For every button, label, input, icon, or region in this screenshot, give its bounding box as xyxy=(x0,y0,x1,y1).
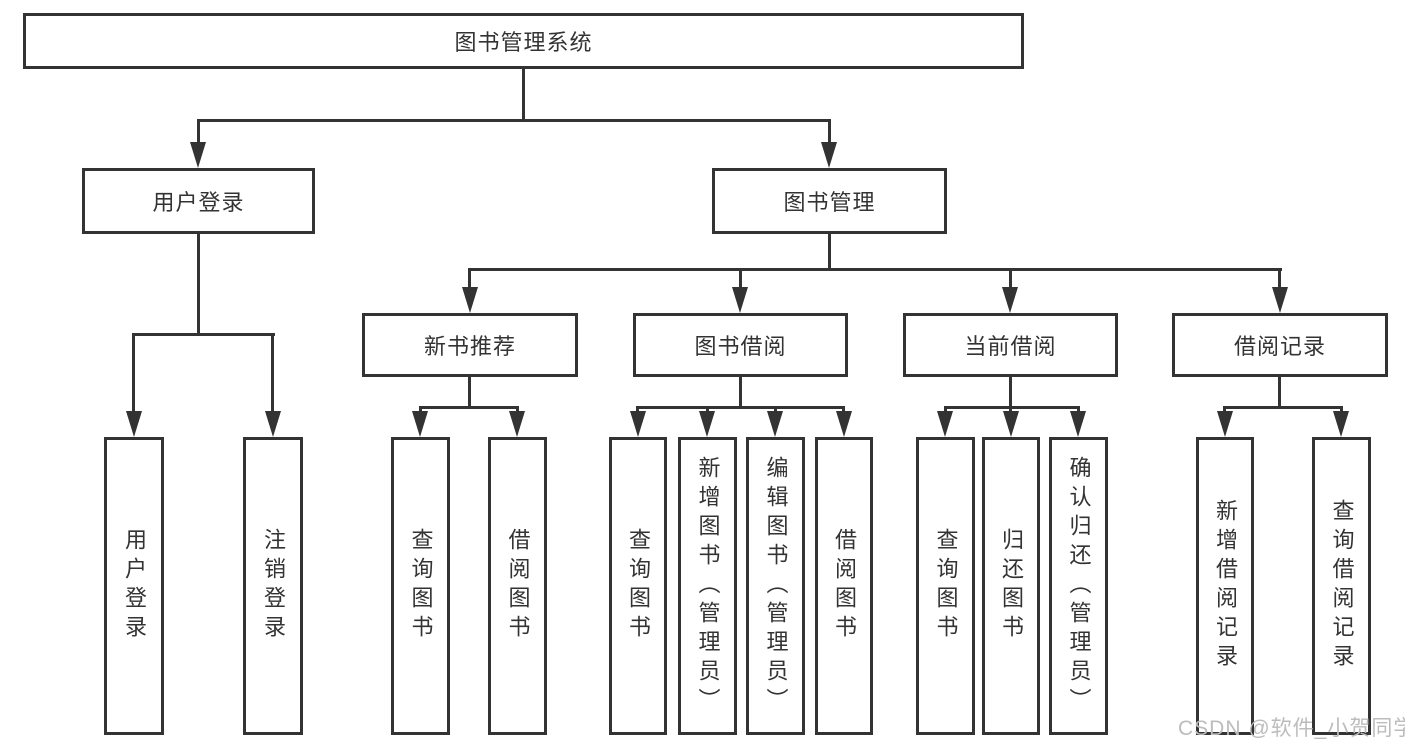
arrow-borrow-borrow xyxy=(836,411,852,437)
arrow-login-leaf xyxy=(126,411,142,437)
leaf-current-return-books: 归还图书 xyxy=(982,437,1040,735)
arrow-current-borrow xyxy=(1002,287,1018,313)
leaf-borrow-edit-books-admin: 编辑图书（管理员） xyxy=(746,437,805,735)
connector-stem-current-borrow xyxy=(1009,268,1012,290)
connector-stem-borrow-records xyxy=(1278,268,1281,290)
connector-new-book-trunk xyxy=(468,377,471,409)
node-book-borrow: 图书借阅 xyxy=(633,313,848,377)
leaf-borrow-query-books: 查询图书 xyxy=(609,437,667,735)
arrow-borrow-records xyxy=(1272,287,1288,313)
arrow-user-login xyxy=(190,142,206,168)
connector-book-borrow-bar xyxy=(636,406,845,409)
arrow-book-borrow xyxy=(732,287,748,313)
arrow-recommend-borrow xyxy=(509,411,525,437)
arrow-new-book xyxy=(462,287,478,313)
watermark: CSDN @软件_小贺同学 xyxy=(1178,717,1405,740)
arrow-recommend-query xyxy=(412,411,428,437)
connector-borrow-records-trunk xyxy=(1278,377,1281,409)
connector-user-login-trunk xyxy=(197,234,200,336)
connector-stem-user-login xyxy=(197,119,200,148)
leaf-records-query-record: 查询借阅记录 xyxy=(1312,437,1371,735)
leaf-user-login: 用户登录 xyxy=(104,437,164,735)
arrow-borrow-edit xyxy=(767,411,783,437)
node-new-book-recommend: 新书推荐 xyxy=(362,313,578,377)
arrow-records-add xyxy=(1217,411,1233,437)
connector-root-trunk xyxy=(522,69,525,122)
leaf-current-confirm-return-admin: 确认归还（管理员） xyxy=(1049,437,1108,735)
connector-user-login-bar xyxy=(132,333,275,336)
node-borrow-records: 借阅记录 xyxy=(1172,313,1388,377)
leaf-logout: 注销登录 xyxy=(243,437,303,735)
arrow-current-query xyxy=(937,411,953,437)
connector-current-borrow-trunk xyxy=(1009,377,1012,409)
arrow-book-management xyxy=(821,142,837,168)
node-user-login: 用户登录 xyxy=(82,168,315,234)
connector-stem-book-management xyxy=(828,119,831,148)
node-root: 图书管理系统 xyxy=(23,13,1024,69)
connector-book-borrow-trunk xyxy=(739,377,742,409)
connector-stem-login-leaf xyxy=(132,333,135,417)
connector-level3-bar xyxy=(468,268,1282,271)
arrow-borrow-query xyxy=(630,411,646,437)
arrow-borrow-add xyxy=(699,411,715,437)
leaf-recommend-query-books: 查询图书 xyxy=(391,437,450,735)
leaf-records-add-record: 新增借阅记录 xyxy=(1196,437,1254,735)
connector-level2-bar xyxy=(197,119,831,122)
connector-current-borrow-bar xyxy=(944,406,1080,409)
connector-stem-new-book xyxy=(468,268,471,290)
connector-new-book-bar xyxy=(419,406,519,409)
connector-stem-logout-leaf xyxy=(271,333,274,417)
leaf-borrow-add-books-admin: 新增图书（管理员） xyxy=(678,437,737,735)
arrow-records-query xyxy=(1333,411,1349,437)
arrow-logout-leaf xyxy=(265,411,281,437)
node-book-management: 图书管理 xyxy=(712,168,947,234)
leaf-borrow-borrow-books: 借阅图书 xyxy=(815,437,873,735)
connector-borrow-records-bar xyxy=(1223,406,1343,409)
connector-book-management-trunk xyxy=(828,234,831,271)
arrow-current-confirm xyxy=(1070,411,1086,437)
leaf-recommend-borrow-books: 借阅图书 xyxy=(488,437,547,735)
connector-stem-book-borrow xyxy=(739,268,742,290)
node-current-borrow: 当前借阅 xyxy=(903,313,1118,377)
arrow-current-return xyxy=(1003,411,1019,437)
leaf-current-query-books: 查询图书 xyxy=(916,437,975,735)
